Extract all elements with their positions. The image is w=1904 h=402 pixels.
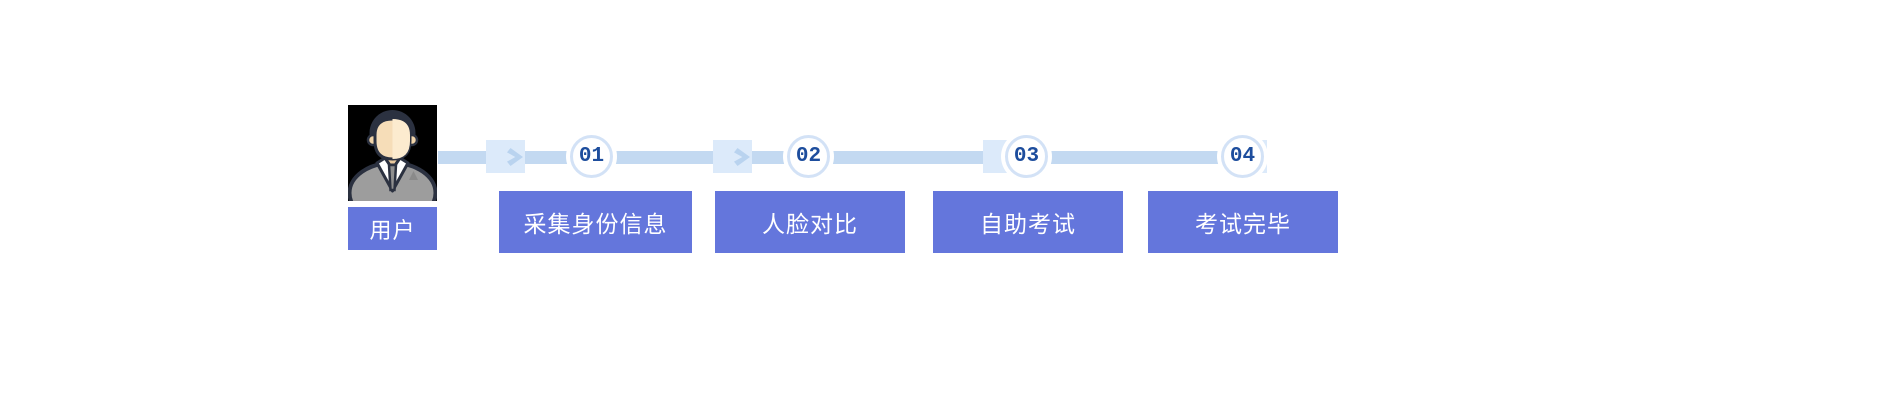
step-label-text: 自助考试 xyxy=(980,211,1076,237)
step-block-self-exam: 自助考试 xyxy=(933,191,1123,253)
step-label-text: 人脸对比 xyxy=(762,211,858,237)
user-avatar xyxy=(348,105,437,201)
step-number: 04 xyxy=(1229,145,1256,168)
step-circle-03: 03 xyxy=(1005,135,1048,178)
chevron-right-icon xyxy=(734,148,750,166)
step-label-text: 考试完毕 xyxy=(1195,211,1291,237)
step-block-face-compare: 人脸对比 xyxy=(715,191,905,253)
timeline-ribbon xyxy=(438,151,1244,164)
step-number: 03 xyxy=(1013,145,1040,168)
chevron-right-icon xyxy=(507,148,523,166)
step-number: 02 xyxy=(795,145,822,168)
step-block-exam-finished: 考试完毕 xyxy=(1148,191,1338,253)
user-label-block: 用户 xyxy=(348,207,437,250)
step-number: 01 xyxy=(578,145,605,168)
step-circle-01: 01 xyxy=(570,135,613,178)
user-label-text: 用户 xyxy=(369,217,416,243)
timeline-fold-marker xyxy=(486,140,525,173)
person-avatar-icon xyxy=(348,105,437,201)
step-circle-02: 02 xyxy=(787,135,830,178)
step-label-text: 采集身份信息 xyxy=(523,211,668,237)
step-circle-04: 04 xyxy=(1221,135,1264,178)
timeline-fold-marker xyxy=(713,140,752,173)
step-block-collect-identity: 采集身份信息 xyxy=(499,191,692,253)
